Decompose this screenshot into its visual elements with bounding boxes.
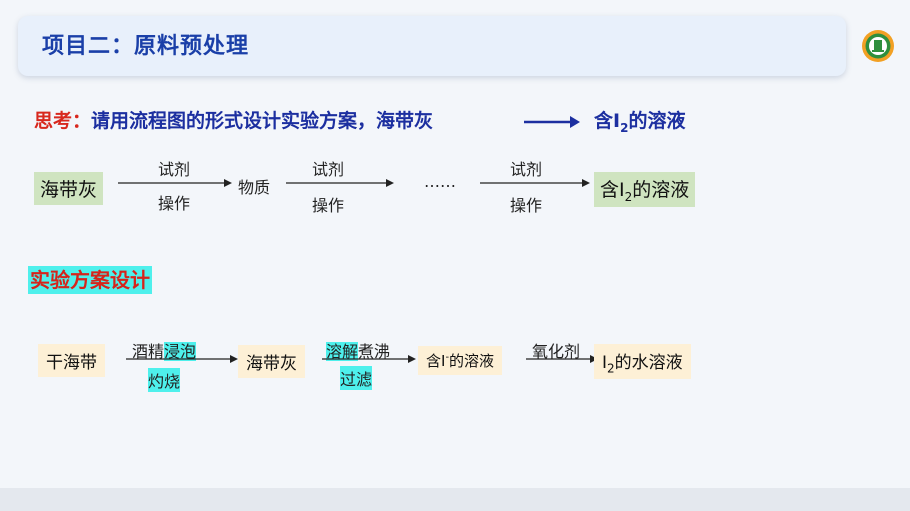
flow1-reagent-1: 试剂 bbox=[158, 160, 191, 179]
flow1-start-box: 海带灰 bbox=[34, 172, 104, 205]
flow2-step1-bottom: 灼烧 bbox=[148, 368, 181, 392]
flow1-arrow-3 bbox=[480, 179, 590, 187]
flow2-start-box: 干海带 bbox=[38, 344, 105, 377]
think-label: 思考： bbox=[34, 110, 92, 132]
think-text: 请用流程图的形式设计实验方案，海带灰 bbox=[91, 110, 434, 132]
flow1-operation-3: 操作 bbox=[510, 196, 543, 215]
flow1-operation-2: 操作 bbox=[312, 196, 345, 215]
flow1-end-box: 含I2的溶液 bbox=[594, 172, 696, 207]
think-question: 思考：请用流程图的形式设计实验方案，海带灰 bbox=[34, 106, 433, 133]
flow2-final-box: I2的水溶液 bbox=[594, 344, 691, 380]
think-arrow bbox=[524, 116, 580, 128]
flow1-arrow-2 bbox=[286, 179, 394, 187]
flow1-middle: 物质 bbox=[238, 178, 271, 197]
flow1-operation-1: 操作 bbox=[158, 194, 191, 213]
flow2-step2-top: 溶解煮沸 bbox=[326, 342, 391, 361]
flow2-ash-box: 海带灰 bbox=[238, 345, 305, 378]
flow1-reagent-3: 试剂 bbox=[510, 160, 543, 179]
flow1-arrow-1 bbox=[118, 179, 232, 187]
flow2-step1-top: 酒精浸泡 bbox=[132, 342, 197, 361]
flow1-ellipsis: …… bbox=[424, 172, 456, 191]
flow2-arrow-3 bbox=[526, 355, 598, 363]
section-title: 实验方案设计 bbox=[28, 266, 152, 294]
bottom-strip bbox=[0, 488, 910, 511]
flow1-reagent-2: 试剂 bbox=[312, 160, 345, 179]
flow2-arrow-1 bbox=[126, 355, 238, 363]
header-bar bbox=[18, 16, 846, 76]
flow2-solution-box: 含I-的溶液 bbox=[418, 346, 503, 375]
flow2-arrow-2 bbox=[322, 355, 416, 363]
page-title: 项目二：原料预处理 bbox=[42, 34, 250, 59]
flow2-step2-bottom: 过滤 bbox=[340, 366, 373, 390]
flow2-oxidant-label: 氧化剂 bbox=[532, 342, 581, 361]
think-result: 含I2的溶液 bbox=[594, 110, 686, 135]
slide: 项目二：原料预处理 思考：请用流程图的形式设计实验方案，海带灰 含I2的溶液 海… bbox=[18, 16, 894, 392]
school-emblem-icon bbox=[862, 30, 894, 62]
